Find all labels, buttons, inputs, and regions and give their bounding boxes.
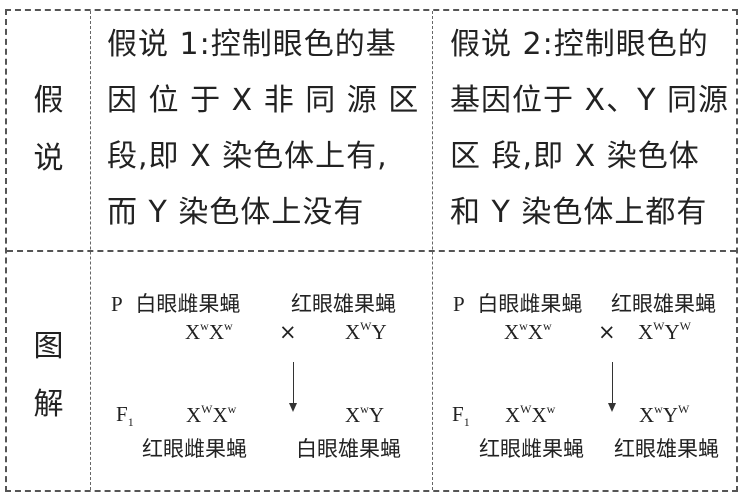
parent-male-genotype: XWY: [345, 319, 387, 344]
row-header-char: 图: [33, 329, 64, 364]
cross-diagram-1: P 白眼雌果蝇 红眼雄果蝇 XwXw × XWY F1 XWXw XwY 红眼雌…: [90, 252, 432, 492]
parent-female-phenotype: 白眼雌果蝇: [477, 292, 583, 316]
f1-female-genotype: XWXw: [186, 402, 237, 427]
generation-label-p: P: [453, 292, 465, 316]
hypothesis-2-line: 和 Y 染色体上都有: [450, 195, 708, 230]
parent-female-genotype: XwXw: [504, 319, 552, 344]
hypothesis-table: 假 说 假说 1:控制眼色的基 因 位 于 X 非 同 源 区 段,即 X 染色…: [5, 9, 738, 492]
arrow-down-icon: [608, 362, 616, 412]
hypothesis-2-text: 假说 2:控制眼色的 基因位于 X、Y 同源 区 段,即 X 染色体 和 Y 染…: [450, 17, 729, 241]
hypothesis-1-text: 假说 1:控制眼色的基 因 位 于 X 非 同 源 区 段,即 X 染色体上有,…: [107, 17, 419, 241]
generation-label-p: P: [111, 292, 123, 316]
hypothesis-2-line: 基因位于 X、Y 同源: [450, 83, 729, 118]
f1-female-phenotype: 红眼雌果蝇: [479, 437, 584, 461]
f1-female-genotype: XWXw: [505, 402, 556, 427]
f1-male-phenotype: 白眼雄果蝇: [296, 437, 401, 461]
hypothesis-1-line: 假说 1:控制眼色的基: [107, 27, 397, 62]
parent-male-phenotype: 红眼雄果蝇: [291, 292, 396, 316]
hypothesis-1-line: 因 位 于 X 非 同 源 区: [107, 83, 420, 118]
f1-male-phenotype: 红眼雄果蝇: [614, 437, 719, 461]
row-header-diagram: 图 解: [7, 318, 90, 434]
parent-female-genotype: XwXw: [185, 319, 233, 344]
row-header-hypothesis: 假 说: [7, 72, 90, 188]
parent-male-genotype: XWYW: [638, 319, 691, 344]
f1-male-genotype: XwY: [345, 402, 385, 427]
hypothesis-1-line: 段,即 X 染色体上有,: [107, 139, 388, 174]
cross-symbol: ×: [279, 320, 297, 344]
hypothesis-2-line: 区 段,即 X 染色体: [450, 139, 700, 174]
generation-label-f1: F1: [452, 402, 470, 429]
row-header-char: 解: [33, 387, 64, 422]
f1-male-genotype: XwYW: [639, 402, 690, 427]
row-header-char: 说: [33, 141, 64, 176]
hypothesis-2-line: 假说 2:控制眼色的: [450, 27, 709, 62]
hypothesis-1-line: 而 Y 染色体上没有: [107, 195, 365, 230]
parent-row: P 白眼雌果蝇: [453, 288, 582, 318]
row-header-char: 假: [33, 83, 64, 118]
parent-row: P 白眼雌果蝇: [111, 288, 240, 318]
f1-female-phenotype: 红眼雌果蝇: [142, 437, 247, 461]
parent-male-phenotype: 红眼雄果蝇: [611, 292, 716, 316]
cross-diagram-2: P 白眼雌果蝇 红眼雄果蝇 XwXw × XWYW F1 XWXw XwYW 红…: [432, 252, 738, 492]
arrow-down-icon: [289, 362, 297, 412]
parent-female-phenotype: 白眼雌果蝇: [135, 292, 241, 316]
cross-symbol: ×: [598, 320, 616, 344]
generation-label-f1: F1: [116, 402, 134, 429]
row-divider: [7, 250, 736, 252]
